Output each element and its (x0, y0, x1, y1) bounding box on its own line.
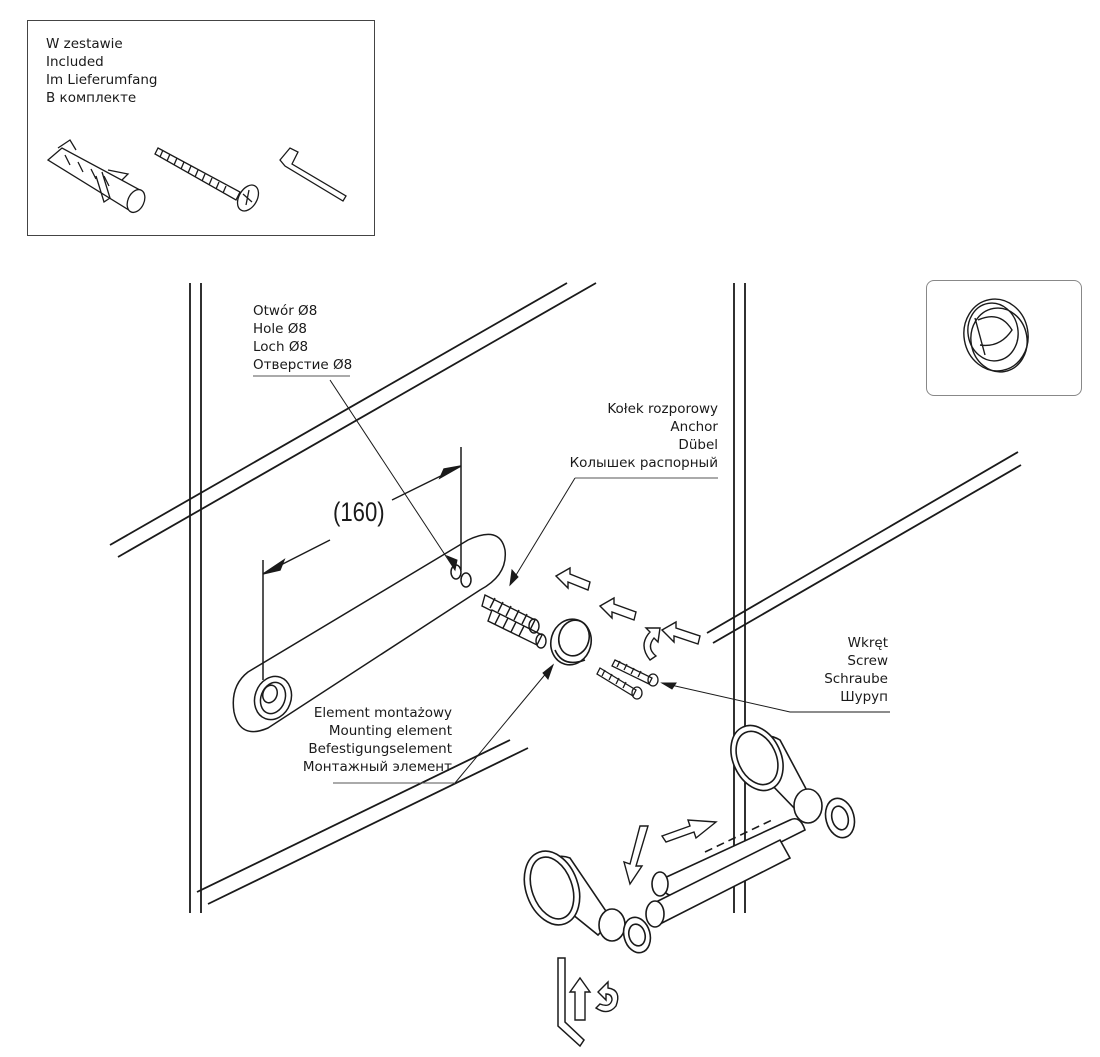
dimension-line (262, 465, 462, 575)
kit-line-en: Included (46, 54, 104, 70)
anchor-label-ru: Колышек распорный (569, 455, 718, 471)
anchor-leader (509, 477, 576, 586)
hole-label: Otwór Ø8 Hole Ø8 Loch Ø8 Отверстие Ø8 (253, 302, 352, 374)
push-arrow-icon (554, 566, 701, 645)
kit-contents-label: W zestawie Included Im Lieferumfang В ко… (46, 35, 157, 107)
hole-label-de: Loch Ø8 (253, 339, 309, 355)
anchor-label-en: Anchor (670, 419, 718, 435)
push-arrow-icon (568, 819, 718, 1021)
hole-label-ru: Отверстие Ø8 (253, 357, 353, 373)
screw-leader (661, 682, 890, 713)
detail-view-box (926, 280, 1082, 396)
anchor-icon (46, 139, 146, 214)
dimension-label: (160) (333, 497, 385, 527)
hole-label-en: Hole Ø8 (253, 321, 307, 337)
anchor-label-de: Dübel (678, 437, 718, 453)
mounting-leader (454, 664, 554, 784)
hole-leader (329, 379, 456, 571)
screw-label-de: Schraube (824, 671, 888, 687)
mounting-label-pl: Element montażowy (313, 705, 452, 721)
screw-label-en: Screw (847, 653, 888, 669)
hex-key-icon (557, 957, 585, 1048)
rotate-arrow-icon (594, 980, 619, 1013)
screw-label-pl: Wkręt (847, 635, 888, 651)
kit-line-de: Im Lieferumfang (46, 72, 158, 88)
kit-contents-box (27, 20, 375, 236)
wall-tile-grid (109, 282, 1022, 913)
mounting-element (549, 618, 593, 666)
anchor-label-pl: Kołek rozporowy (607, 401, 718, 417)
screw-label-ru: Шуруп (840, 689, 888, 705)
hole-label-pl: Otwór Ø8 (253, 303, 318, 319)
kit-line-pl: W zestawie (46, 36, 123, 52)
mounting-label-ru: Монтажный элемент (302, 759, 452, 775)
screws-exploded (596, 659, 659, 700)
anchors-exploded (481, 593, 547, 649)
hex-key-icon (279, 147, 347, 202)
screw-label: Wkręt Screw Schraube Шуруп (790, 634, 888, 706)
mounting-label-en: Mounting element (328, 723, 452, 739)
kit-line-ru: В комплекте (46, 90, 137, 106)
drilling-template (232, 447, 507, 733)
mounting-element-label: Element montażowy Mounting element Befes… (290, 704, 452, 776)
anchor-label: Kołek rozporowy Anchor Dübel Колышек рас… (560, 400, 718, 472)
paper-holder-assembly (523, 724, 856, 954)
mounting-ring-icon (963, 298, 1029, 373)
mounting-label-de: Befestigungselement (308, 741, 452, 757)
screw-icon (154, 147, 260, 212)
rotate-arrow-icon (643, 627, 661, 661)
